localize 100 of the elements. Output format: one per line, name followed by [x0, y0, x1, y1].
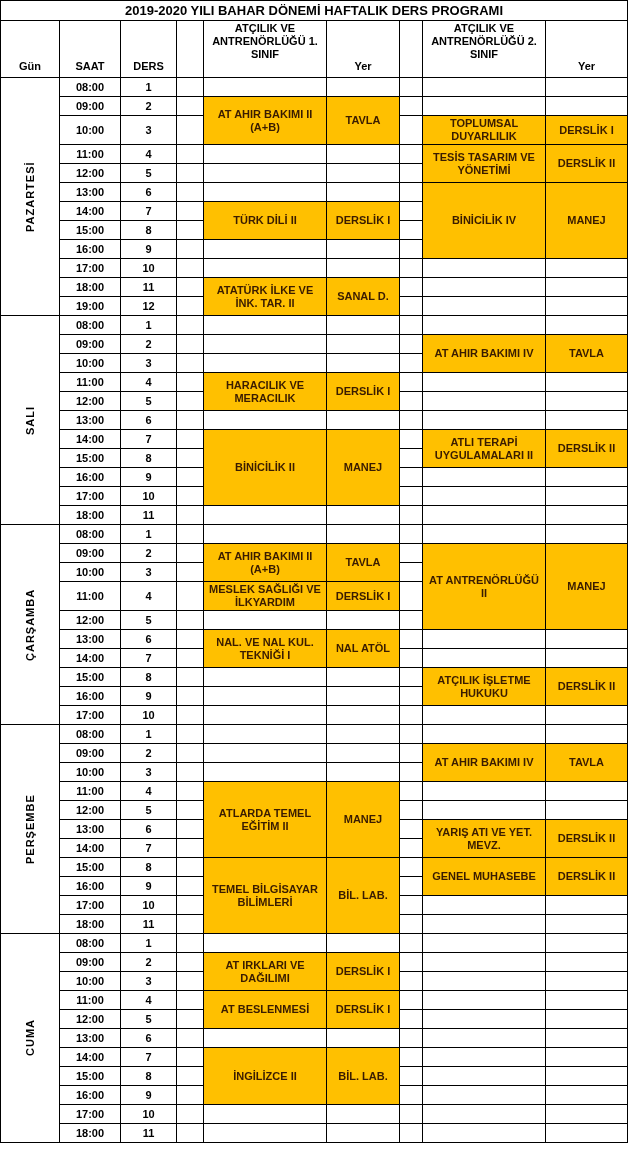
- room-name: DERSLİK I: [327, 202, 399, 239]
- course-name: AT AHIR BAKIMI IV: [423, 335, 545, 372]
- course-name: TESİS TASARIM VE YÖNETİMİ: [423, 145, 545, 182]
- lesson-number: 2: [121, 953, 176, 971]
- lesson-number: 10: [121, 896, 176, 914]
- lesson-number: 9: [121, 468, 176, 486]
- course-name: AT AHIR BAKIMI IV: [423, 744, 545, 781]
- column-header: ATÇILIK VE ANTRENÖRLÜĞÜ 2. SINIF: [423, 21, 545, 77]
- time-text: 14:00: [60, 202, 120, 220]
- room-name: DERSLİK I: [327, 373, 399, 410]
- lesson-number: 2: [121, 744, 176, 762]
- course-name: BİNİCİLİK II: [204, 430, 326, 505]
- day-label: PERŞEMBE: [1, 725, 59, 933]
- day-label: CUMA: [1, 934, 59, 1142]
- course-name: AT IRKLARI VE DAĞILIMI: [204, 953, 326, 990]
- room-name: BİL. LAB.: [327, 1048, 399, 1104]
- column-header: ATÇILIK VE ANTRENÖRLÜĞÜ 1. SINIF: [204, 21, 326, 77]
- table-title: 2019-2020 YILI BAHAR DÖNEMİ HAFTALIK DERS PROGRAMI: [1, 1, 627, 20]
- time-text: 10:00: [60, 563, 120, 581]
- time-text: 11:00: [60, 991, 120, 1009]
- course-name: BİNİCİLİK IV: [423, 183, 545, 258]
- course-name: AT ANTRENÖRLÜĞÜ II: [423, 544, 545, 629]
- room-name: DERSLİK II: [546, 668, 627, 705]
- lesson-number: 11: [121, 1124, 176, 1142]
- course-name: HARACILIK VE MERACILIK: [204, 373, 326, 410]
- time-text: 17:00: [60, 259, 120, 277]
- time-text: 13:00: [60, 411, 120, 429]
- lesson-number: 5: [121, 1010, 176, 1028]
- room-name: DERSLİK II: [546, 430, 627, 467]
- time-text: 10:00: [60, 116, 120, 144]
- lesson-number: 3: [121, 763, 176, 781]
- lesson-number: 2: [121, 544, 176, 562]
- lesson-number: 9: [121, 687, 176, 705]
- lesson-number: 10: [121, 1105, 176, 1123]
- lesson-number: 3: [121, 563, 176, 581]
- time-text: 12:00: [60, 611, 120, 629]
- time-text: 18:00: [60, 915, 120, 933]
- time-text: 09:00: [60, 744, 120, 762]
- room-name: DERSLİK I: [327, 953, 399, 990]
- column-header: Yer: [327, 21, 399, 77]
- course-name: MESLEK SAĞLIĞI VE İLKYARDIM: [204, 582, 326, 610]
- time-text: 10:00: [60, 354, 120, 372]
- lesson-number: 7: [121, 839, 176, 857]
- time-text: 09:00: [60, 953, 120, 971]
- course-name: İNGİLİZCE II: [204, 1048, 326, 1104]
- lesson-number: 11: [121, 506, 176, 524]
- time-text: 17:00: [60, 896, 120, 914]
- time-text: 14:00: [60, 649, 120, 667]
- room-name: MANEJ: [546, 544, 627, 629]
- room-name: MANEJ: [327, 782, 399, 857]
- time-text: 16:00: [60, 1086, 120, 1104]
- lesson-number: 5: [121, 801, 176, 819]
- time-text: 17:00: [60, 706, 120, 724]
- time-text: 11:00: [60, 373, 120, 391]
- time-text: 09:00: [60, 335, 120, 353]
- time-text: 14:00: [60, 839, 120, 857]
- time-text: 15:00: [60, 668, 120, 686]
- lesson-number: 8: [121, 858, 176, 876]
- time-text: 11:00: [60, 145, 120, 163]
- lesson-number: 4: [121, 782, 176, 800]
- time-text: 08:00: [60, 934, 120, 952]
- time-text: 12:00: [60, 164, 120, 182]
- room-name: DERSLİK II: [546, 145, 627, 182]
- course-name: YARIŞ ATI VE YET. MEVZ.: [423, 820, 545, 857]
- course-name: AT AHIR BAKIMI II (A+B): [204, 544, 326, 581]
- time-text: 13:00: [60, 1029, 120, 1047]
- lesson-number: 4: [121, 991, 176, 1009]
- course-name: TEMEL BİLGİSAYAR BİLİMLERİ: [204, 858, 326, 933]
- course-name: ATÇILIK İŞLETME HUKUKU: [423, 668, 545, 705]
- lesson-number: 7: [121, 430, 176, 448]
- room-name: DERSLİK I: [546, 116, 627, 144]
- column-header: SAAT: [60, 21, 120, 77]
- lesson-number: 1: [121, 725, 176, 743]
- lesson-number: 8: [121, 221, 176, 239]
- time-text: 12:00: [60, 1010, 120, 1028]
- time-text: 12:00: [60, 801, 120, 819]
- room-name: DERSLİK I: [327, 582, 399, 610]
- time-text: 16:00: [60, 687, 120, 705]
- course-name: GENEL MUHASEBE: [423, 858, 545, 895]
- course-name: TÜRK DİLİ II: [204, 202, 326, 239]
- time-text: 08:00: [60, 525, 120, 543]
- time-text: 18:00: [60, 506, 120, 524]
- course-name: TOPLUMSAL DUYARLILIK: [423, 116, 545, 144]
- column-header: Gün: [1, 21, 59, 77]
- lesson-number: 7: [121, 202, 176, 220]
- lesson-number: 7: [121, 649, 176, 667]
- lesson-number: 4: [121, 582, 176, 610]
- lesson-number: 3: [121, 354, 176, 372]
- time-text: 17:00: [60, 487, 120, 505]
- lesson-number: 5: [121, 164, 176, 182]
- course-name: ATLARDA TEMEL EĞİTİM II: [204, 782, 326, 857]
- day-label: ÇARŞAMBA: [1, 525, 59, 724]
- time-text: 18:00: [60, 1124, 120, 1142]
- lesson-number: 6: [121, 183, 176, 201]
- time-text: 11:00: [60, 782, 120, 800]
- lesson-number: 10: [121, 259, 176, 277]
- time-text: 13:00: [60, 183, 120, 201]
- time-text: 15:00: [60, 858, 120, 876]
- lesson-number: 1: [121, 934, 176, 952]
- time-text: 13:00: [60, 630, 120, 648]
